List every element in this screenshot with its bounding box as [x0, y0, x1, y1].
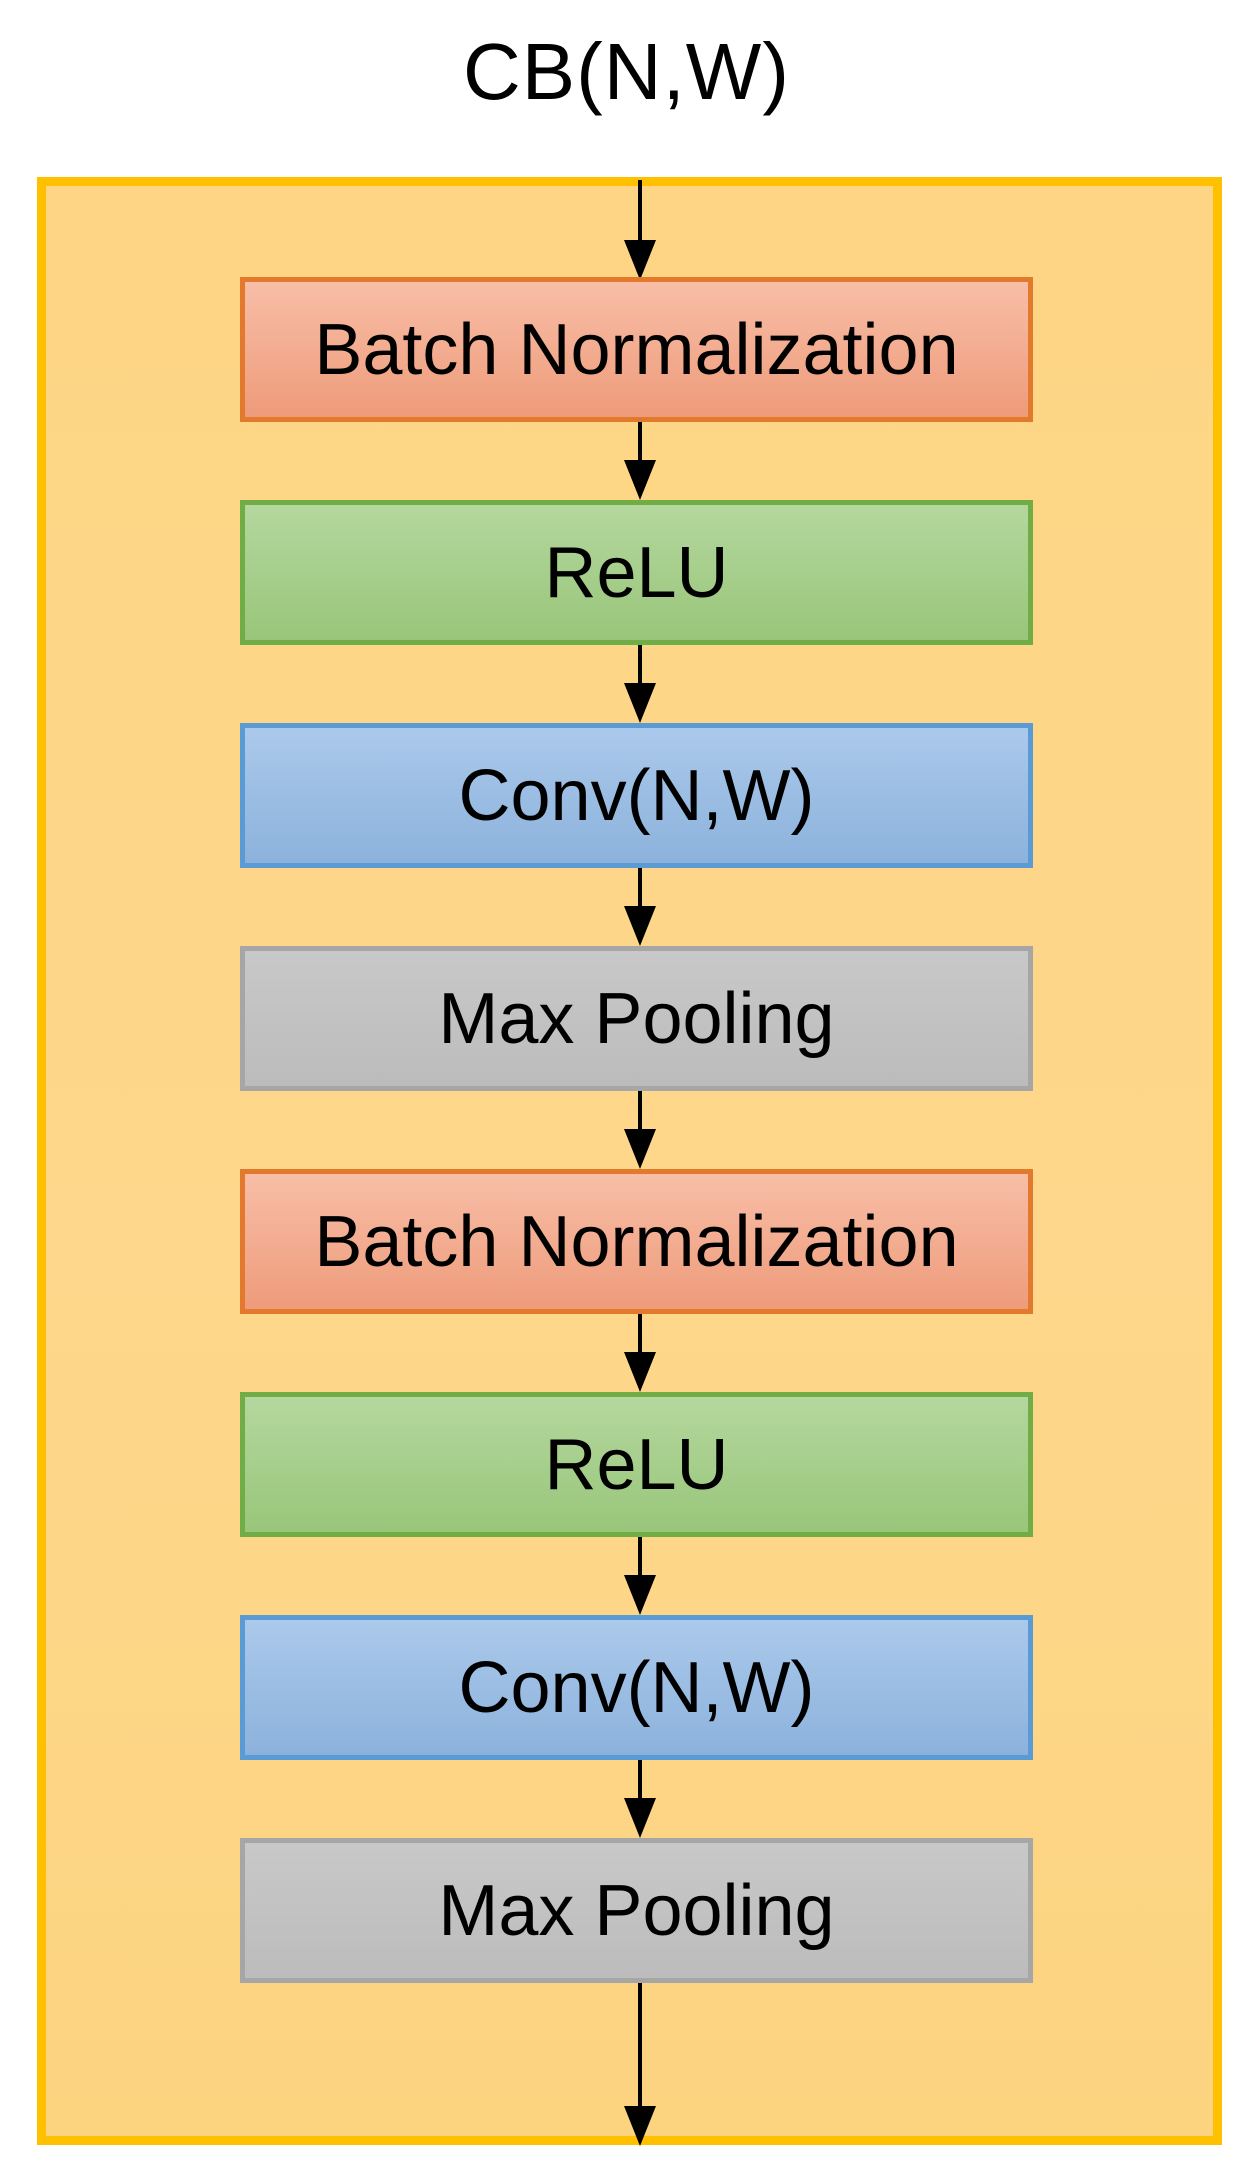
block-label: Conv(N,W) [458, 1647, 815, 1728]
diagram-title: CB(N,W) [463, 27, 790, 116]
arrow-stem [638, 1537, 642, 1575]
flow-arrow-7 [624, 1760, 656, 1838]
flow-arrow-output [624, 1983, 656, 2146]
block-label: ReLU [544, 532, 729, 613]
block-label: Batch Normalization [314, 1201, 959, 1282]
block-batch-normalization-1: Batch Normalization [240, 277, 1033, 422]
block-relu-1: ReLU [240, 500, 1033, 645]
arrow-stem [638, 1314, 642, 1352]
arrow-head-icon [624, 1798, 656, 1838]
arrow-head-icon [624, 2106, 656, 2146]
flow-arrow-2 [624, 645, 656, 723]
arrow-stem [638, 1760, 642, 1798]
arrow-head-icon [624, 240, 656, 280]
block-max-pooling-2: Max Pooling [240, 1838, 1033, 1983]
flow-arrow-3 [624, 868, 656, 946]
block-max-pooling-1: Max Pooling [240, 946, 1033, 1091]
block-label: Conv(N,W) [458, 755, 815, 836]
block-label: Batch Normalization [314, 309, 959, 390]
flow-arrow-1 [624, 422, 656, 500]
arrow-stem [638, 180, 642, 240]
flow-arrow-6 [624, 1537, 656, 1615]
arrow-stem [638, 645, 642, 683]
arrow-head-icon [624, 906, 656, 946]
block-batch-normalization-2: Batch Normalization [240, 1169, 1033, 1314]
block-relu-2: ReLU [240, 1392, 1033, 1537]
arrow-head-icon [624, 1575, 656, 1615]
block-label: Max Pooling [438, 978, 835, 1059]
flow-arrow-4 [624, 1091, 656, 1169]
arrow-stem [638, 422, 642, 460]
arrow-head-icon [624, 1129, 656, 1169]
arrow-stem [638, 868, 642, 906]
block-conv-1: Conv(N,W) [240, 723, 1033, 868]
arrow-stem [638, 1983, 642, 2106]
arrow-head-icon [624, 460, 656, 500]
arrow-stem [638, 1091, 642, 1129]
arrow-head-icon [624, 683, 656, 723]
block-label: Max Pooling [438, 1870, 835, 1951]
block-conv-2: Conv(N,W) [240, 1615, 1033, 1760]
flow-arrow-5 [624, 1314, 656, 1392]
arrow-head-icon [624, 1352, 656, 1392]
block-label: ReLU [544, 1424, 729, 1505]
flow-arrow-input [624, 180, 656, 280]
